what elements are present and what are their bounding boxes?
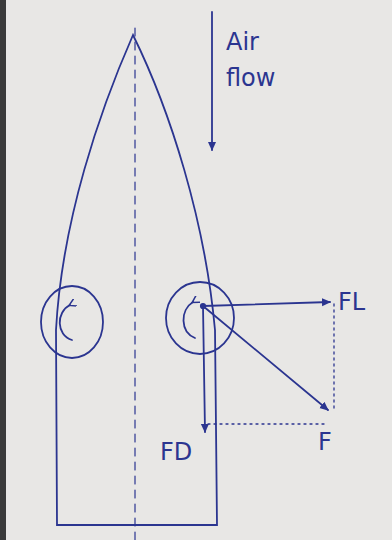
- resultant-force-label: F: [318, 424, 358, 460]
- center-line: [134, 28, 135, 540]
- rotation-arrow: [183, 302, 195, 338]
- right-cylinder: [166, 282, 234, 354]
- dotted-guide: [208, 423, 326, 424]
- center-dot: [201, 304, 205, 308]
- airflow-label: Air flow: [226, 24, 304, 96]
- lift-force-label: FL: [338, 284, 388, 320]
- left-cylinder: [41, 286, 103, 358]
- lift-vector: [203, 302, 330, 306]
- rotation-arrow: [60, 305, 72, 340]
- photo-edge: [0, 0, 6, 540]
- dotted-guide: [333, 304, 334, 410]
- drag-force-label: FD: [160, 434, 206, 470]
- drag-vector: [203, 306, 205, 432]
- resultant-vector: [203, 306, 328, 410]
- airflow-arrow: [211, 12, 213, 150]
- rocket-body: [56, 35, 217, 525]
